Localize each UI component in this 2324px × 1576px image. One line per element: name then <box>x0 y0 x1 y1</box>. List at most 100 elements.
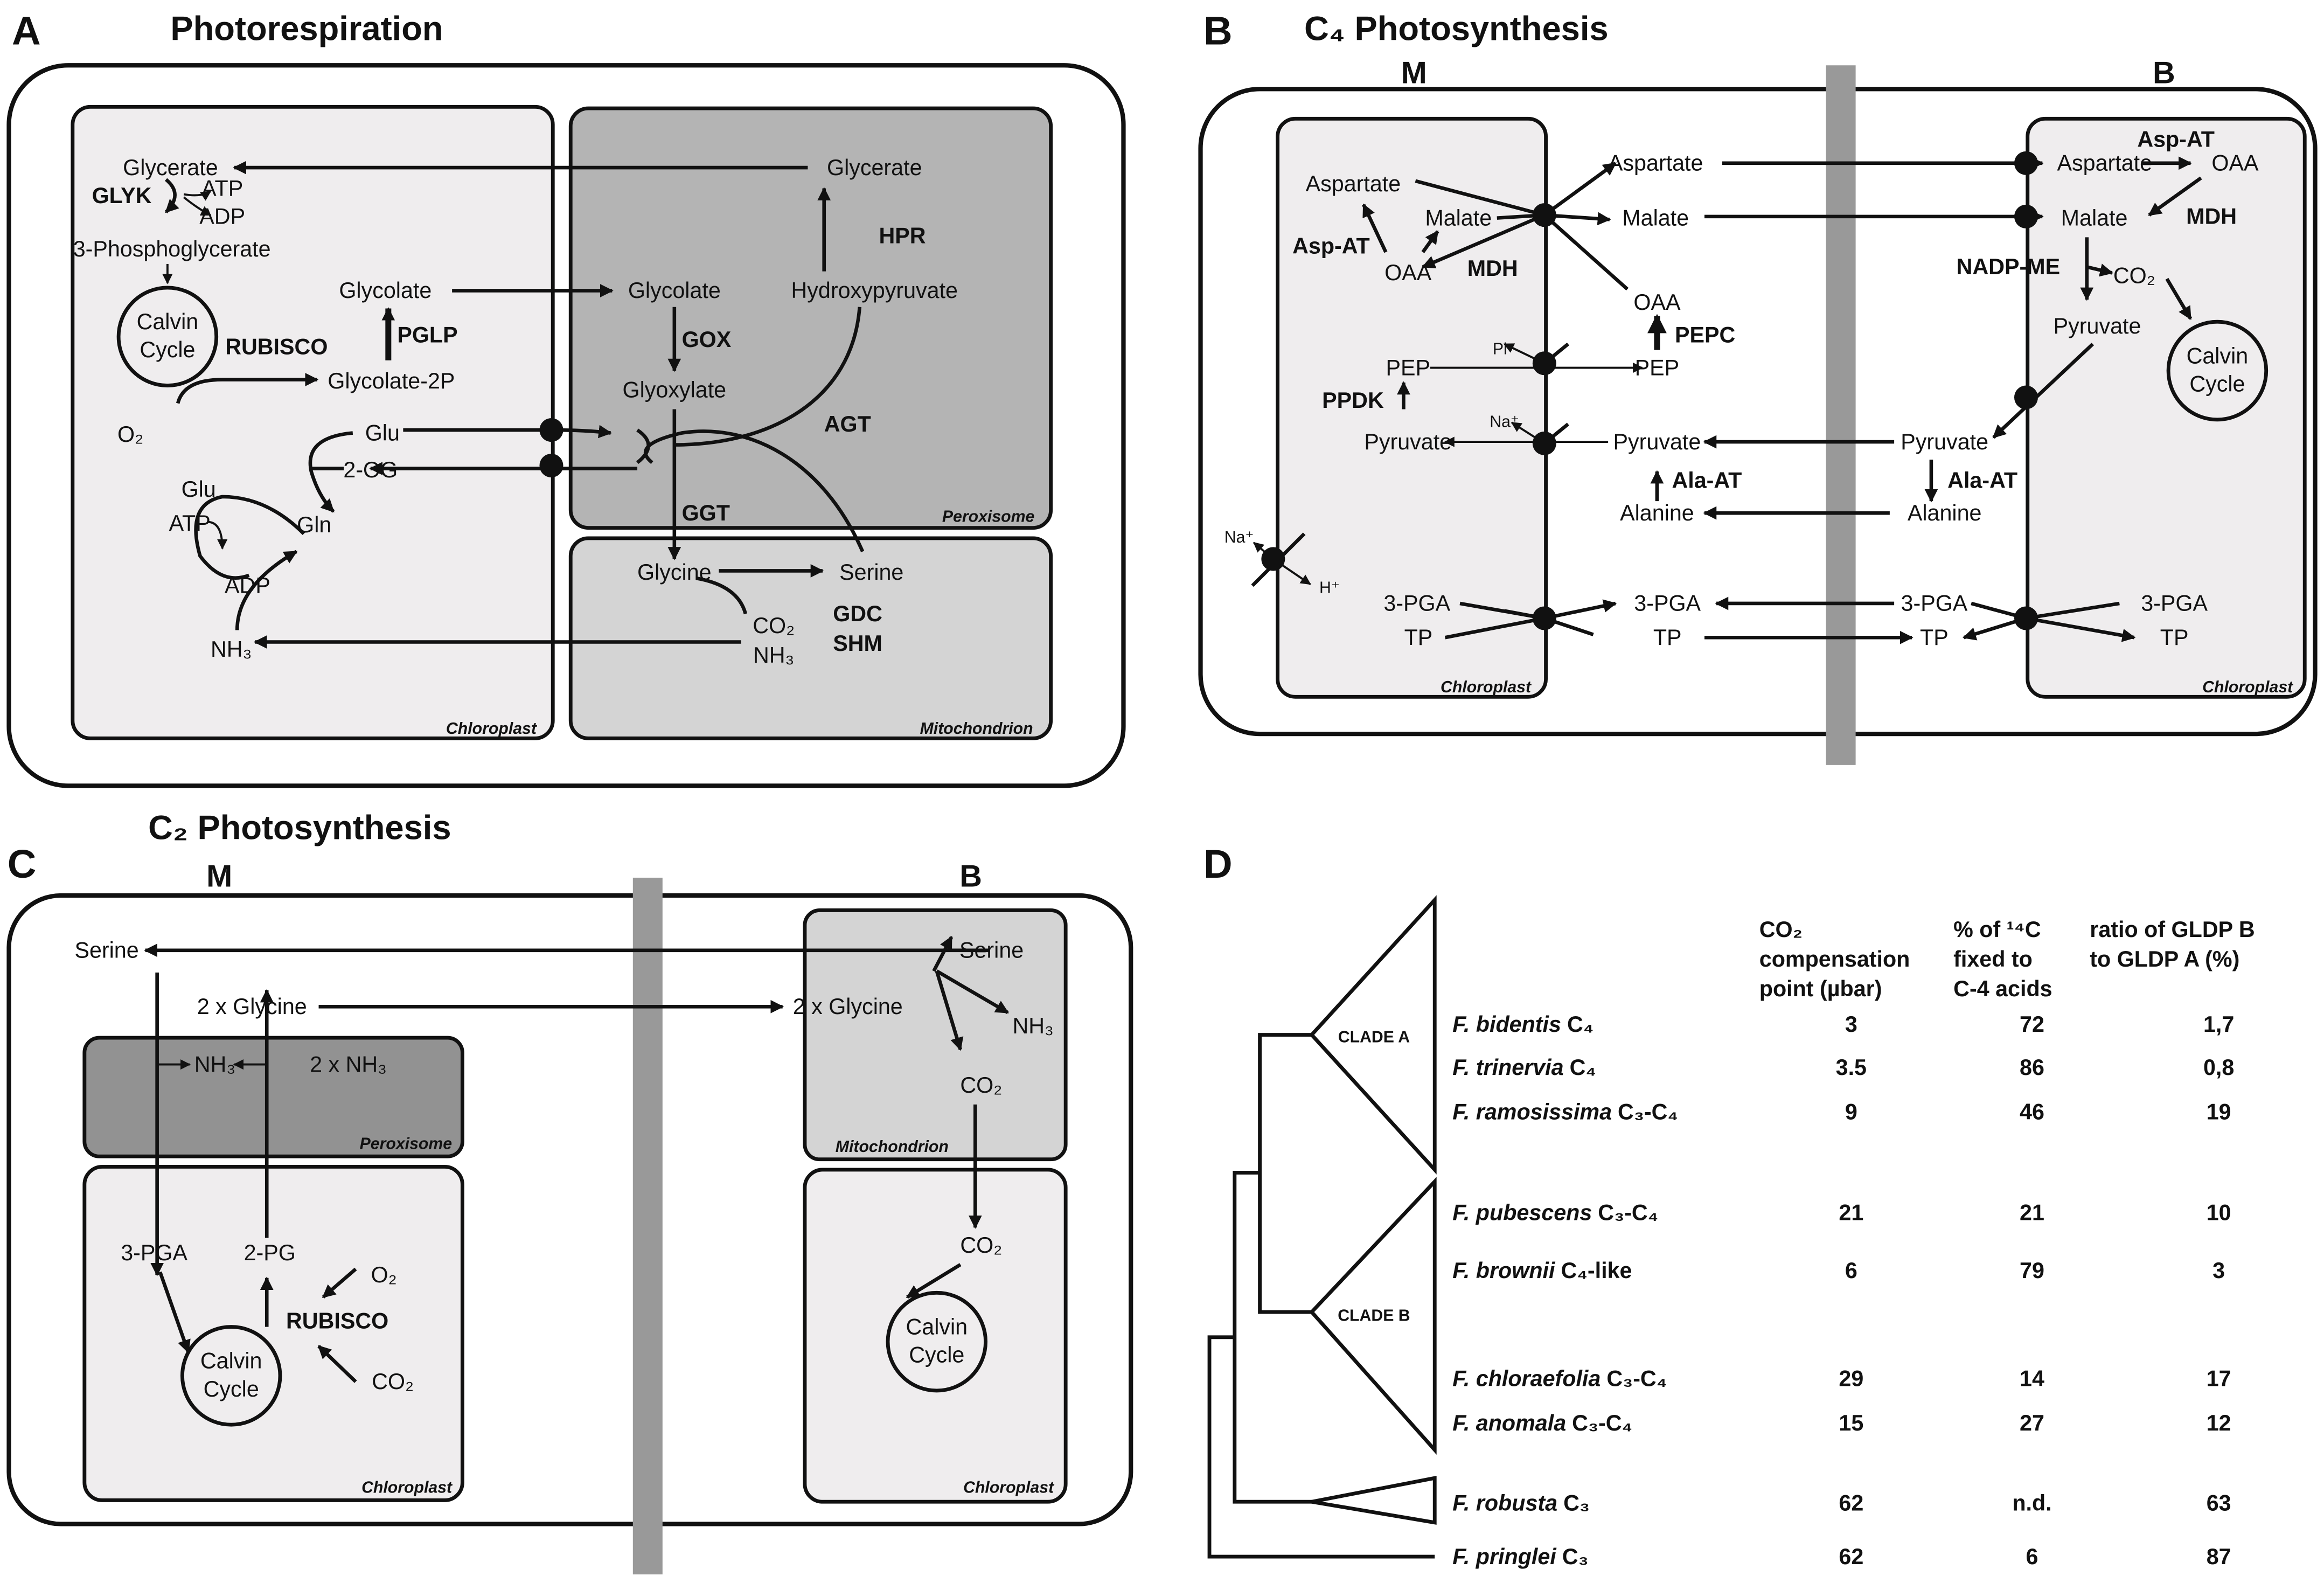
mesophyll-chloroplast <box>1276 116 1548 699</box>
pathway-arrow <box>1543 213 1629 291</box>
phylogenetic-tree <box>1207 895 1437 1559</box>
robusta-triangle <box>1311 1476 1437 1525</box>
co2-compensation-value: 9 <box>1845 1099 1857 1124</box>
calvin2-l2-label: Cycle <box>909 1343 964 1367</box>
pathway-arrow <box>317 1344 357 1383</box>
pga-label: 3-PGA <box>121 1240 187 1265</box>
o2-label: O₂ <box>371 1262 397 1287</box>
panel-b <box>1198 65 2318 765</box>
transporter-dot <box>1532 431 1556 455</box>
mesophyll-cell-label: M <box>206 859 232 893</box>
column-header: CO₂ <box>1759 917 1803 942</box>
oaa-b-label: OAA <box>2211 151 2259 176</box>
pathway-arrow <box>636 428 650 464</box>
pathway-arrow <box>2148 176 2202 217</box>
pep-m-label: PEP <box>1386 355 1430 380</box>
calvin2-l1-label: Calvin <box>906 1314 968 1339</box>
photosynthesis-type: C₃ <box>1562 1544 1589 1569</box>
co2-compensation-value: 15 <box>1839 1411 1863 1435</box>
pga-m-label: 3-PGA <box>1383 591 1450 616</box>
pathway-arrow <box>932 935 954 972</box>
na2-label: Na⁺ <box>1224 529 1254 546</box>
pathway-arrow <box>935 970 964 1051</box>
calvin-l1-label: Calvin <box>2187 343 2249 368</box>
chl-m-label: Chloroplast <box>1441 678 1532 696</box>
chl-m-label: Chloroplast <box>361 1479 453 1497</box>
na1-label: Na⁺ <box>1490 413 1519 431</box>
transporter-dot <box>2014 385 2038 409</box>
pathway-arrow <box>308 431 353 513</box>
tp-m-label: TP <box>1404 625 1433 650</box>
photosynthesis-type: C₃-C₄ <box>1618 1099 1678 1124</box>
nadpme-label: NADP-ME <box>1957 254 2061 279</box>
alaat-m-label: Ala-AT <box>1672 468 1742 492</box>
transporter-dot <box>539 418 563 442</box>
pathway-arrow <box>1362 203 1388 253</box>
gldp-ratio-value: 0,8 <box>2203 1055 2234 1080</box>
calvin-l1-label: Calvin <box>137 309 199 334</box>
photosynthesis-type: C₃-C₄ <box>1572 1411 1632 1435</box>
photosynthesis-type: C₄ <box>1567 1012 1594 1037</box>
cell-wall-bar <box>1826 65 1856 765</box>
chl-b-label: Chloroplast <box>2202 678 2294 696</box>
pglp-label: PGLP <box>397 323 457 348</box>
glu-b-label: Glu <box>182 477 216 502</box>
serine-label: Serine <box>839 560 903 585</box>
asp-b-label: Aspartate <box>2057 151 2153 176</box>
serine-m-label: Serine <box>74 938 138 963</box>
c4-fixation-value: 86 <box>2020 1055 2044 1080</box>
gldp-ratio-value: 17 <box>2207 1366 2231 1391</box>
glyk-label: GLYK <box>92 183 152 208</box>
c4-fixation-value: 46 <box>2020 1099 2044 1124</box>
pathway-arrows <box>144 156 2202 1383</box>
pyr-m-label: Pyruvate <box>1364 429 1452 454</box>
calvin-cycle-circle <box>886 1290 988 1393</box>
pyr-b-label: Pyruvate <box>2054 314 2141 338</box>
ala-bcyt-label: Alanine <box>1908 501 1982 525</box>
clade-b-label: CLADE B <box>1338 1307 1410 1325</box>
atp2-label: ATP <box>169 511 211 536</box>
c4-fixation-value: 27 <box>2020 1411 2044 1435</box>
column-header: % of ¹⁴C <box>1953 917 2041 942</box>
column-header: point (µbar) <box>1759 976 1882 1001</box>
panel-title: C₄ Photosynthesis <box>1304 10 1608 47</box>
mitochondrion-label: Mitochondrion <box>920 720 1033 738</box>
c4-fixation-value: 6 <box>2026 1544 2038 1569</box>
co2-compensation-value: 21 <box>1839 1200 1863 1225</box>
pathway-arrow <box>906 1263 962 1299</box>
column-header: fixed to <box>1953 947 2033 971</box>
peroxisome-compartment <box>82 1036 464 1158</box>
mdh-m-label: MDH <box>1467 256 1518 281</box>
clade-a-label: CLADE A <box>1338 1028 1410 1046</box>
glycolate-chl-label: Glycolate <box>339 278 432 303</box>
co2-compensation-value: 62 <box>1839 1491 1863 1516</box>
og-a-label: 2-OG <box>343 457 398 482</box>
calvin-cycle-circle <box>116 286 219 387</box>
pathway-arrow <box>2165 277 2193 320</box>
co2-chl-label: CO₂ <box>960 1233 1002 1258</box>
pathway-arrow <box>1421 230 1439 253</box>
co2-compensation-value: 62 <box>1839 1544 1863 1569</box>
species-binomial: F. pubescens <box>1452 1200 1592 1225</box>
c4-fixation-value: 14 <box>2020 1366 2044 1391</box>
shm-label: SHM <box>833 631 882 656</box>
nh3-b-label: 2 x NH₃ <box>310 1052 387 1077</box>
pathway-arrow <box>696 576 748 615</box>
pga-bcyt-label: 3-PGA <box>1901 591 1968 616</box>
pga-label: 3-Phosphoglycerate <box>73 237 271 261</box>
glycolate-per-label: Glycolate <box>628 278 721 303</box>
hydroxypyruvate-label: Hydroxypyruvate <box>791 278 958 303</box>
panel-a <box>6 63 1126 788</box>
gly-b-label: 2 x Glycine <box>793 994 903 1019</box>
pathway-arrow <box>207 520 228 550</box>
transporter-dot <box>2014 204 2038 228</box>
panel-letter: D <box>1203 842 1233 886</box>
ala-cyt-label: Alanine <box>1620 501 1694 525</box>
co2-compensation-value: 6 <box>1845 1258 1857 1283</box>
c4-fixation-value: 21 <box>2020 1200 2044 1225</box>
peroxisome-compartment <box>568 106 1053 530</box>
